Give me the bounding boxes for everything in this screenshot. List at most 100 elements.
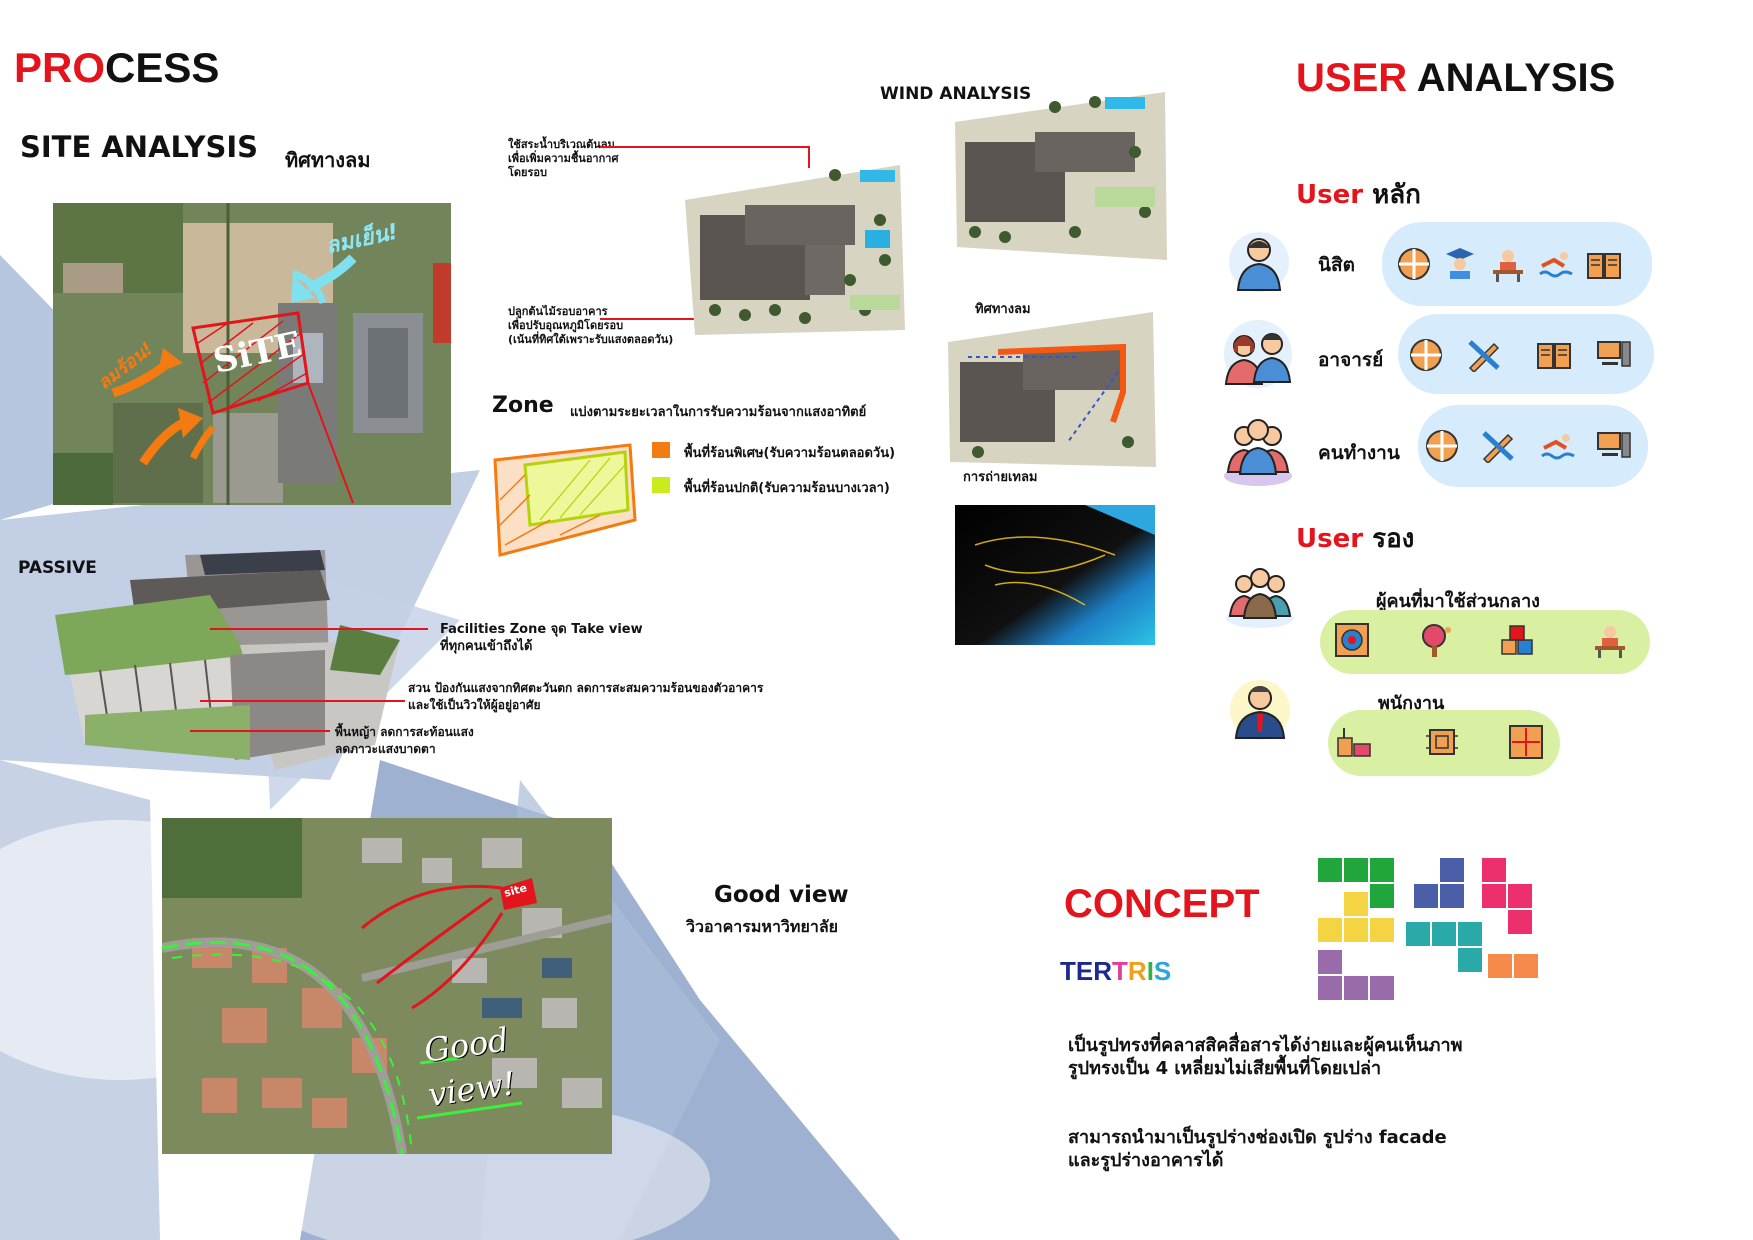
tetris-block xyxy=(1508,910,1532,934)
user-analysis-title-red: USER xyxy=(1296,56,1408,100)
user-analysis-title: USER ANALYSIS xyxy=(1296,56,1615,101)
process-title: PROCESS xyxy=(14,44,219,92)
tetris-block xyxy=(1514,954,1538,978)
tetris-block xyxy=(1318,976,1342,1000)
tetris-letter-4: T xyxy=(1112,956,1128,986)
zone-legend-swatch-hot xyxy=(652,442,670,458)
user-secondary-label-public: ผู้คนที่มาใช้ส่วนกลาง xyxy=(1376,591,1540,612)
user-worker-ball-icon xyxy=(1424,428,1460,464)
tetris-block xyxy=(1370,884,1394,908)
user-student-ball-icon xyxy=(1396,246,1432,282)
teacher-avatar-icon xyxy=(1224,320,1292,388)
tetris-block xyxy=(1488,954,1512,978)
passive-building-model xyxy=(55,550,400,770)
user-secondary-label-staff: พนักงาน xyxy=(1378,693,1445,714)
wind-cfd-image xyxy=(955,505,1155,645)
zone-legend-label-normal: พื้นที่ร้อนปกติ(รับความร้อนบางเวลา) xyxy=(684,481,890,496)
user-secondary-heading-black: รอง xyxy=(1363,524,1415,554)
user-worker-computer-icon xyxy=(1596,427,1632,463)
wind-note-fountain-leader-v xyxy=(808,146,810,168)
user-student-swim-icon xyxy=(1538,246,1574,282)
user-teacher-pencil-ruler-icon xyxy=(1466,336,1502,374)
tetris-letter-3: R xyxy=(1093,956,1113,986)
user-public-pingpong-icon xyxy=(1418,622,1454,658)
wind-ventilation-label: การถ่ายเทลม xyxy=(963,470,1038,485)
concept-tetris-wordmark: TERTRIS xyxy=(1060,956,1171,987)
tetris-block xyxy=(1406,922,1430,946)
tetris-block xyxy=(1344,976,1368,1000)
tetris-block xyxy=(1370,858,1394,882)
zone-sketch xyxy=(493,443,637,557)
user-primary-heading-black: หลัก xyxy=(1363,180,1421,210)
user-staff-chip-icon xyxy=(1424,724,1460,760)
user-staff-measure-icon xyxy=(1508,724,1544,760)
tetris-letter-6: I xyxy=(1146,956,1154,986)
tetris-block xyxy=(1344,858,1368,882)
user-analysis-title-black: ANALYSIS xyxy=(1407,56,1616,100)
tetris-block xyxy=(1458,948,1482,972)
user-worker-pencil-ruler-icon xyxy=(1480,427,1516,465)
user-secondary-heading-red: User xyxy=(1296,524,1364,554)
wind-site-plan-main xyxy=(685,165,905,335)
tetris-block xyxy=(1482,884,1506,908)
concept-paragraph-1: เป็นรูปทรงที่คลาสสิคสื่อสารได้ง่ายและผู้… xyxy=(1068,1035,1463,1079)
zone-subtitle: แบ่งตามระยะเวลาในการรับความร้อนจากแสงอาท… xyxy=(570,405,867,420)
staff-avatar-icon xyxy=(1230,680,1290,740)
user-public-blocks-icon xyxy=(1500,622,1536,658)
tetris-letter-5: R xyxy=(1127,956,1147,986)
tetris-letter-1: T xyxy=(1060,956,1076,986)
user-student-graduate-icon xyxy=(1442,244,1478,280)
tetris-letter-7: S xyxy=(1153,956,1172,986)
worker-avatar-icon xyxy=(1224,419,1292,486)
tetris-block xyxy=(1318,950,1342,974)
site-analysis-title: SITE ANALYSIS xyxy=(20,130,259,164)
tetris-block xyxy=(1440,858,1464,882)
tetris-block xyxy=(1370,976,1394,1000)
public-users-avatar-icon xyxy=(1226,568,1294,628)
user-staff-tools-icon xyxy=(1336,724,1372,760)
user-row-label-teacher: อาจารย์ xyxy=(1318,349,1384,371)
goodview-title: Good view xyxy=(714,882,849,908)
wind-analysis-title: WIND ANALYSIS xyxy=(880,84,1032,104)
user-student-book-icon xyxy=(1586,246,1622,282)
concept-title: CONCEPT xyxy=(1064,882,1260,926)
tetris-block xyxy=(1440,884,1464,908)
passive-note2: สวน ป้องกันแสงจากทิศตะวันตก ลดการสะสมควา… xyxy=(408,681,764,712)
passive-note1-leader xyxy=(210,628,428,630)
user-primary-heading: User หลัก xyxy=(1296,174,1421,215)
passive-note1: Facilities Zone จุด Take view ที่ทุกคนเข… xyxy=(440,622,643,654)
tetris-block xyxy=(1344,918,1368,942)
tetris-block xyxy=(1318,918,1342,942)
user-student-desk-icon xyxy=(1490,246,1526,282)
user-teacher-ball-icon xyxy=(1408,337,1444,373)
user-primary-heading-red: User xyxy=(1296,180,1364,210)
tetris-block xyxy=(1458,922,1482,946)
tetris-block xyxy=(1432,922,1456,946)
concept-tetris-blocks xyxy=(1318,858,1548,1000)
user-secondary-heading: User รอง xyxy=(1296,518,1414,559)
wind-note-fountain: ใช้สระน้ำบริเวณต้นลม เพื่อเพิ่มความชื้นอ… xyxy=(508,138,619,179)
user-pill-public xyxy=(1320,610,1650,674)
student-avatar-icon xyxy=(1229,232,1289,292)
site-analysis-subtitle: ทิศทางลม xyxy=(285,148,371,172)
zone-legend-swatch-normal xyxy=(652,477,670,493)
passive-note3: พื้นหญ้า ลดการสะท้อนแสง ลดภาวะแสงบาดตา xyxy=(335,725,474,756)
wind-note-fountain-leader xyxy=(600,146,810,148)
tetris-block xyxy=(1370,918,1394,942)
tetris-letter-2: E xyxy=(1075,956,1094,986)
wind-direction-plan xyxy=(948,312,1156,467)
user-public-target-icon xyxy=(1334,622,1370,658)
process-title-red: PRO xyxy=(14,44,106,91)
user-worker-swim-icon xyxy=(1540,428,1576,464)
site-map-image: ลมเย็น! ลมร้อน! SiTE xyxy=(53,203,451,505)
user-row-label-worker: คนทำงาน xyxy=(1318,442,1400,464)
passive-note2-leader xyxy=(200,700,405,702)
passive-note3-leader xyxy=(190,730,330,732)
wind-note-trees: ปลูกต้นไม้รอบอาคาร เพื่อปรับอุณหภูมิโดยร… xyxy=(508,305,674,346)
goodview-map-image: site Good view! xyxy=(162,818,612,1154)
process-title-black: CESS xyxy=(105,44,220,91)
tetris-block xyxy=(1482,858,1506,882)
concept-paragraph-2: สามารถนำมาเป็นรูปร่างช่องเปิด รูปร่าง fa… xyxy=(1068,1127,1447,1171)
zone-legend-label-hot: พื้นที่ร้อนพิเศษ(รับความร้อนตลอดวัน) xyxy=(684,446,896,461)
goodview-map-drawing xyxy=(162,818,612,1154)
